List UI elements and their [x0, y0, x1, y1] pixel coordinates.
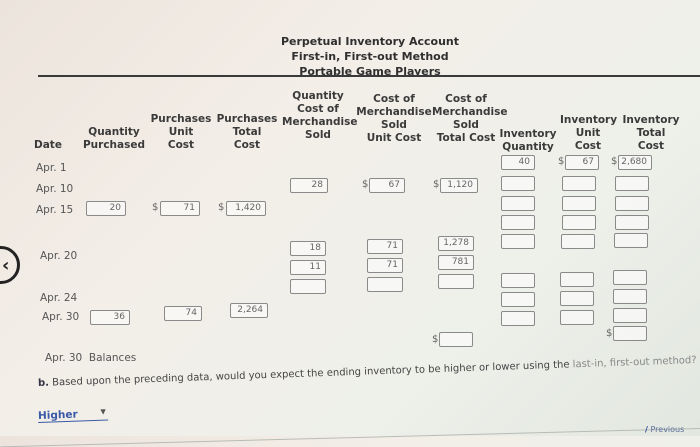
- back-button[interactable]: ‹: [0, 246, 20, 284]
- apr1-inv-qty-input[interactable]: 40: [501, 155, 535, 170]
- inv-qty-input[interactable]: [501, 176, 535, 191]
- row-label-apr1: Apr. 1: [36, 162, 67, 174]
- apr20-cogs-total-cost-input-1[interactable]: 1,278: [438, 236, 474, 251]
- apr20-cogs-total-cost-input-2[interactable]: 781: [438, 255, 474, 270]
- inv-qty-input[interactable]: [501, 273, 535, 288]
- question-text-faded: last-in, first-out method?: [572, 355, 697, 371]
- question-prefix: b.: [37, 377, 50, 389]
- inv-unit-cost-input[interactable]: [561, 234, 595, 249]
- dollar-sign: $: [433, 179, 440, 190]
- inv-unit-cost-input[interactable]: [560, 272, 594, 287]
- inv-total-cost-input[interactable]: [613, 270, 647, 285]
- bottom-divider: [0, 428, 700, 447]
- dollar-sign: $: [218, 202, 225, 213]
- pencil-icon: /: [645, 425, 648, 434]
- apr1-inv-total-cost-input[interactable]: 2,680: [618, 155, 652, 170]
- inv-total-balance-input[interactable]: [613, 326, 647, 341]
- dollar-sign: $: [558, 156, 565, 167]
- row-label-apr10: Apr. 10: [36, 183, 74, 195]
- row-label-apr20: Apr. 20: [40, 250, 78, 262]
- inv-unit-cost-input[interactable]: [562, 196, 596, 211]
- inv-total-cost-input[interactable]: [613, 308, 647, 323]
- inv-qty-input[interactable]: [501, 215, 535, 230]
- previous-button[interactable]: / Previous: [645, 425, 685, 434]
- inv-unit-cost-input[interactable]: [562, 215, 596, 230]
- inv-qty-input[interactable]: [501, 196, 535, 211]
- dollar-sign: $: [611, 156, 618, 167]
- inv-total-cost-input[interactable]: [615, 176, 649, 191]
- row-label-balances: Apr. 30 Balances: [45, 352, 137, 364]
- inv-total-cost-input[interactable]: [614, 233, 648, 248]
- apr20-cogs-unit-cost-input-2[interactable]: 71: [367, 258, 403, 273]
- cogs-total-input[interactable]: [439, 332, 473, 347]
- apr15-qty-purchased-input[interactable]: 20: [86, 201, 126, 216]
- apr1-inv-unit-cost-input[interactable]: 67: [565, 155, 599, 170]
- inv-unit-cost-input[interactable]: [560, 291, 594, 306]
- report-title: Perpetual Inventory Account First-in, Fi…: [270, 34, 470, 79]
- apr10-cogs-total-cost-input[interactable]: 1,120: [440, 178, 478, 193]
- apr20-qty-sold-input-3[interactable]: [290, 279, 326, 294]
- inv-total-cost-input[interactable]: [615, 196, 649, 211]
- answer-selected-value: Higher: [37, 408, 78, 422]
- dollar-sign: $: [362, 179, 369, 190]
- apr20-cogs-unit-cost-input-1[interactable]: 71: [367, 239, 403, 254]
- apr30-unit-cost-input[interactable]: 74: [164, 306, 202, 321]
- chevron-left-icon: ‹: [2, 255, 10, 276]
- dollar-sign: $: [606, 328, 613, 339]
- apr20-qty-sold-input-2[interactable]: 11: [290, 260, 326, 275]
- title-line-2: First-in, First-out Method: [291, 50, 449, 63]
- row-label-apr24: Apr. 24: [40, 292, 78, 304]
- apr10-qty-sold-input[interactable]: 28: [290, 178, 328, 193]
- title-line-1: Perpetual Inventory Account: [280, 35, 460, 48]
- apr20-cogs-unit-cost-input-3[interactable]: [367, 277, 403, 292]
- apr30-total-cost-input[interactable]: 2,264: [230, 303, 268, 318]
- row-label-apr15: Apr. 15: [36, 204, 74, 216]
- dollar-sign: $: [432, 334, 439, 345]
- inv-qty-input[interactable]: [501, 311, 535, 326]
- inv-unit-cost-input[interactable]: [560, 310, 594, 325]
- apr20-cogs-total-cost-input-3[interactable]: [438, 274, 474, 289]
- apr20-qty-sold-input-1[interactable]: 18: [290, 241, 326, 256]
- dollar-sign: $: [152, 202, 159, 213]
- chevron-down-icon: ▼: [100, 407, 107, 416]
- row-label-apr30: Apr. 30: [42, 311, 80, 323]
- inv-total-cost-input[interactable]: [615, 215, 649, 230]
- question-b: b. Based upon the preceding data, would …: [38, 355, 697, 389]
- apr15-unit-cost-input[interactable]: 71: [160, 201, 200, 216]
- apr30-qty-purchased-input[interactable]: 36: [90, 310, 130, 325]
- inv-total-cost-input[interactable]: [613, 289, 647, 304]
- answer-dropdown[interactable]: Higher ▼: [37, 407, 109, 423]
- apr15-total-cost-input[interactable]: 1,420: [226, 201, 266, 216]
- header-date: Date: [34, 139, 62, 151]
- inv-qty-input[interactable]: [501, 234, 535, 249]
- title-divider: [38, 75, 700, 77]
- title-line-3: Portable Game Players: [299, 65, 441, 78]
- inv-unit-cost-input[interactable]: [562, 176, 596, 191]
- apr10-cogs-unit-cost-input[interactable]: 67: [369, 178, 405, 193]
- inv-qty-input[interactable]: [501, 292, 535, 307]
